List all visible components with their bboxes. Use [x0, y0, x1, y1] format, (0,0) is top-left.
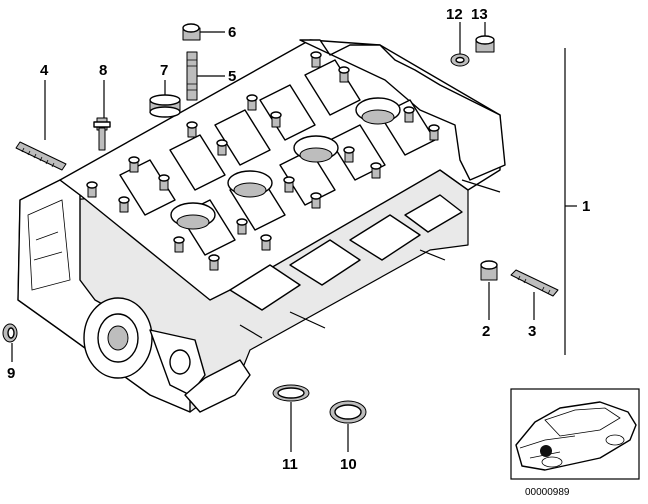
- gasket-ring-part-10: [329, 400, 367, 424]
- callout-12: 12: [446, 6, 463, 23]
- callout-9: 9: [7, 365, 15, 382]
- callout-labels: 1 2 3 4 5 6 7 8 9 10 11 12 13: [7, 6, 590, 473]
- callout-6: 6: [228, 24, 236, 41]
- engine-location-marker: [540, 445, 552, 457]
- reference-number: 00000989: [525, 487, 570, 498]
- callout-8: 8: [99, 62, 107, 79]
- sleeve-part-2: [480, 260, 498, 281]
- callout-7: 7: [160, 62, 168, 79]
- callout-2: 2: [482, 323, 490, 340]
- callout-4: 4: [40, 62, 49, 79]
- leader-lines: [11, 22, 577, 452]
- stud-part-3: [510, 269, 559, 297]
- stud-part-4: [15, 141, 67, 171]
- seal-ring-part-9: [2, 323, 18, 343]
- callout-11: 11: [282, 456, 298, 473]
- cylinder-head-illustration: [17, 39, 506, 413]
- bolt-part-8: [93, 117, 111, 151]
- sleeve-part-7: [149, 94, 181, 118]
- plug-part-13: [475, 35, 495, 53]
- callout-13: 13: [471, 6, 488, 23]
- car-silhouette-icon: [515, 401, 637, 471]
- callout-5: 5: [228, 68, 236, 85]
- nut-part-6: [182, 23, 201, 41]
- callout-3: 3: [528, 323, 536, 340]
- gasket-ring-part-11: [272, 384, 310, 402]
- washer-part-12: [450, 53, 470, 67]
- callout-1: 1: [582, 198, 590, 215]
- stud-part-5: [186, 51, 198, 101]
- callout-10: 10: [340, 456, 357, 473]
- vehicle-location-inset: 00000989: [510, 388, 640, 498]
